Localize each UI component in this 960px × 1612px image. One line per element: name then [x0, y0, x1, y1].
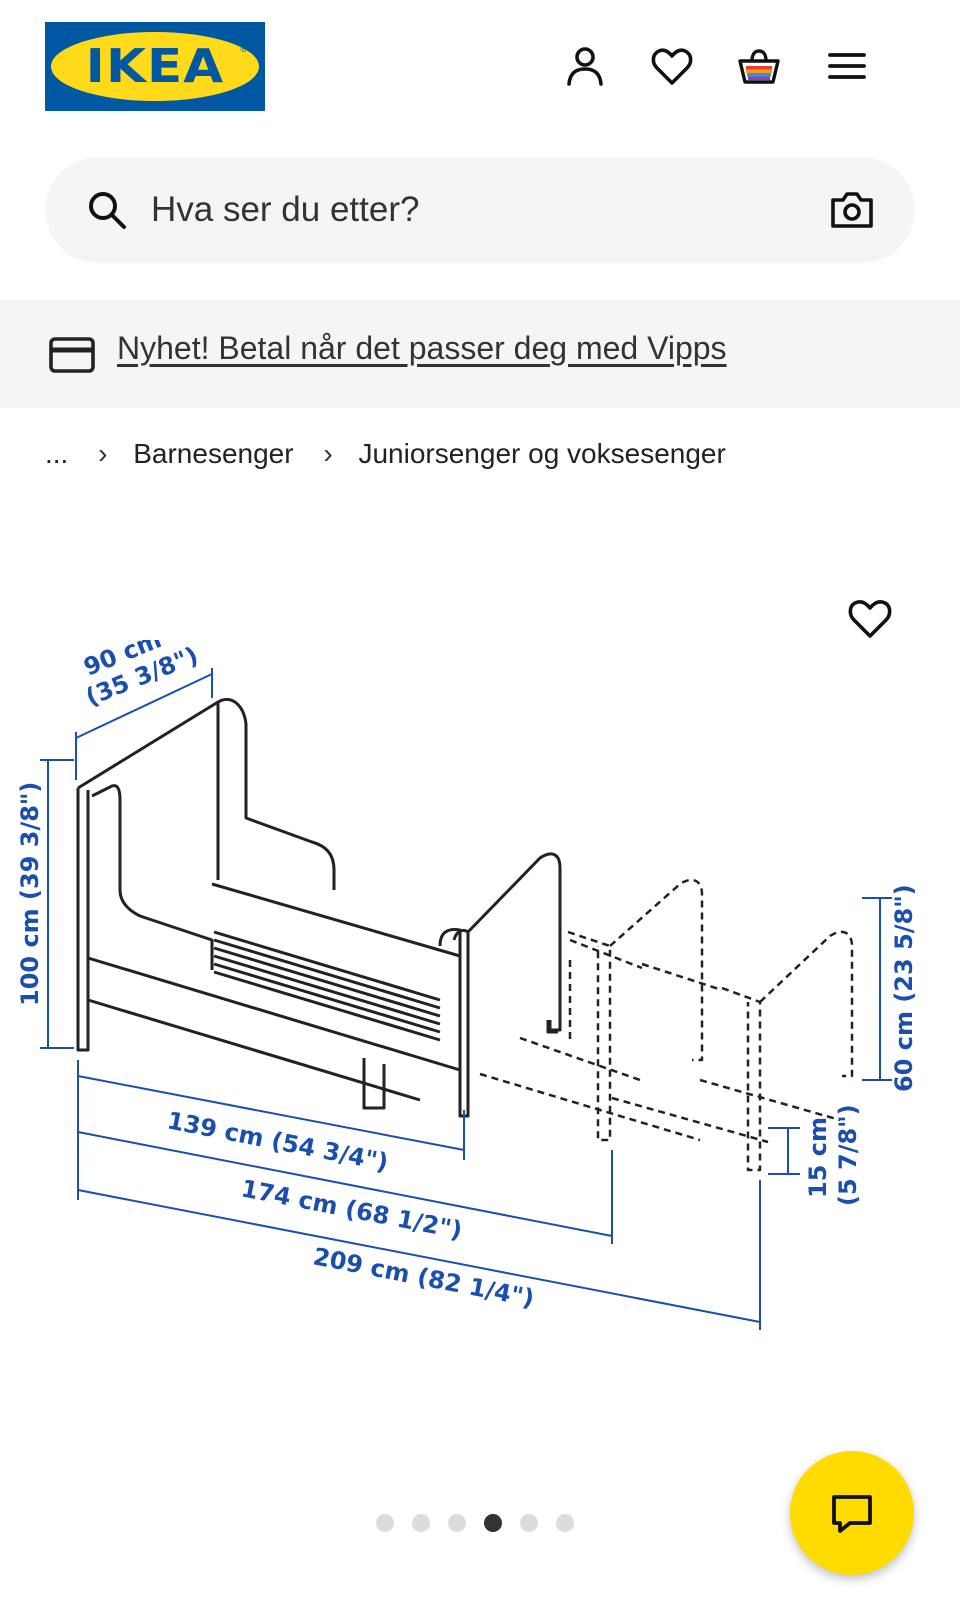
header: IKEA ®	[0, 0, 960, 140]
card-icon	[49, 337, 95, 373]
breadcrumb-item-barnesenger[interactable]: Barnesenger	[133, 437, 294, 469]
bed-dimension-drawing: 90 cm (35 3/8") 100 cm (39 3/8") 139 cm …	[16, 640, 918, 1330]
dimension-leg-inches: (5 7/8")	[834, 1104, 862, 1206]
chevron-right-icon: ›	[323, 437, 333, 469]
heart-icon	[848, 600, 892, 638]
basket-icon[interactable]	[735, 42, 783, 90]
search-icon	[89, 192, 126, 229]
dimension-side-height: 60 cm (23 5/8")	[890, 884, 918, 1092]
camera-icon[interactable]	[829, 188, 875, 232]
product-dimension-image[interactable]: 90 cm (35 3/8") 100 cm (39 3/8") 139 cm …	[0, 640, 920, 1360]
promo-banner[interactable]: Nyhet! Betal når det passer deg med Vipp…	[0, 300, 960, 408]
logo-oval	[51, 32, 259, 101]
dimension-height: 100 cm (39 3/8")	[16, 782, 44, 1006]
carousel-dot-6[interactable]	[556, 1514, 574, 1532]
chat-button[interactable]	[790, 1451, 914, 1575]
dimension-leg: 15 cm	[804, 1117, 832, 1198]
carousel-dot-2[interactable]	[412, 1514, 430, 1532]
carousel-dot-4-active[interactable]	[484, 1514, 502, 1532]
dimension-length-209: 209 cm (82 1/4")	[311, 1242, 537, 1312]
ikea-logo[interactable]: IKEA ®	[45, 22, 265, 111]
breadcrumb: ... › Barnesenger › Juniorsenger og voks…	[45, 436, 726, 476]
logo-wordmark: IKEA	[85, 39, 225, 93]
user-icon[interactable]	[561, 42, 609, 90]
search-bar[interactable]	[45, 157, 915, 263]
carousel-dot-3[interactable]	[448, 1514, 466, 1532]
carousel-dot-5[interactable]	[520, 1514, 538, 1532]
chevron-right-icon: ›	[98, 437, 108, 469]
chat-icon	[832, 1495, 872, 1533]
breadcrumb-item-juniorsenger[interactable]: Juniorsenger og voksesenger	[358, 437, 726, 469]
breadcrumb-ellipsis[interactable]: ...	[45, 437, 69, 469]
menu-icon[interactable]	[823, 42, 871, 90]
carousel-dot-1[interactable]	[376, 1514, 394, 1532]
search-input[interactable]	[151, 185, 771, 235]
heart-icon[interactable]	[648, 42, 696, 90]
carousel-indicator	[376, 1514, 592, 1534]
promo-link[interactable]: Nyhet! Betal når det passer deg med Vipp…	[117, 330, 727, 366]
dimension-length-139: 139 cm (54 3/4")	[165, 1106, 391, 1176]
logo-registered-mark: ®	[240, 44, 247, 54]
favorite-button[interactable]	[845, 593, 895, 643]
